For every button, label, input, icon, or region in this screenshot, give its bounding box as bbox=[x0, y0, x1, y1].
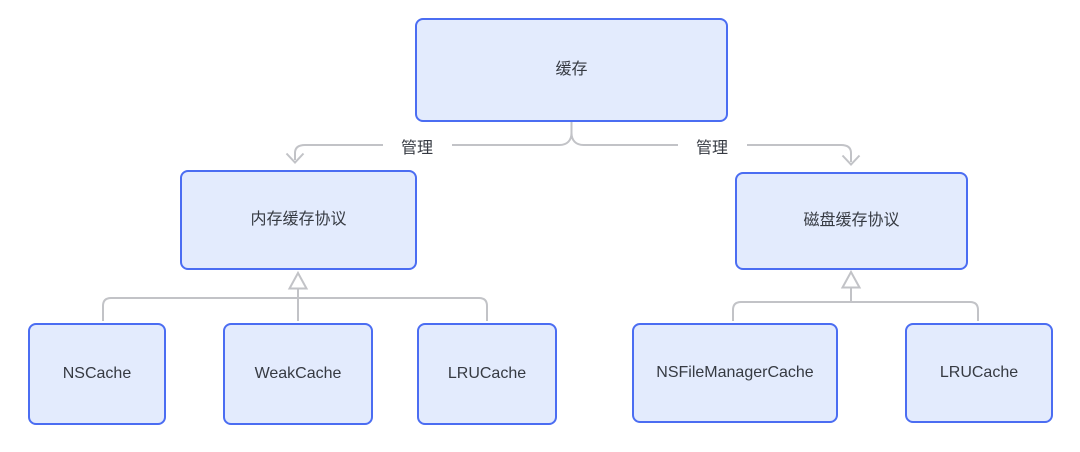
node-memory-cache-protocol: 内存缓存协议 bbox=[180, 170, 417, 270]
edge-root-to-disk-drop bbox=[747, 144, 852, 162]
node-lrucache-disk: LRUCache bbox=[905, 323, 1053, 423]
node-lrucache-memory: LRUCache bbox=[417, 323, 557, 425]
open-arrowhead-disk-icon bbox=[841, 154, 861, 166]
edge-root-to-memory-drop bbox=[294, 144, 383, 160]
open-arrowhead-memory-icon bbox=[285, 152, 305, 164]
edge-disk-children-rail bbox=[732, 301, 979, 321]
inheritance-triangle-disk-icon bbox=[840, 269, 862, 289]
edge-root-to-memory-line bbox=[452, 122, 573, 146]
edge-label-manage-right: 管理 bbox=[693, 134, 731, 158]
edge-label-manage-left: 管理 bbox=[398, 134, 436, 158]
edge-root-to-disk-line bbox=[570, 122, 678, 146]
node-weakcache: WeakCache bbox=[223, 323, 373, 425]
node-nscache: NSCache bbox=[28, 323, 166, 425]
edge-memory-children-rail bbox=[102, 297, 488, 321]
node-disk-cache-protocol: 磁盘缓存协议 bbox=[735, 172, 968, 270]
node-cache-root: 缓存 bbox=[415, 18, 728, 122]
inheritance-triangle-memory-icon bbox=[287, 270, 309, 290]
node-nsfilemanagercache: NSFileManagerCache bbox=[632, 323, 838, 423]
